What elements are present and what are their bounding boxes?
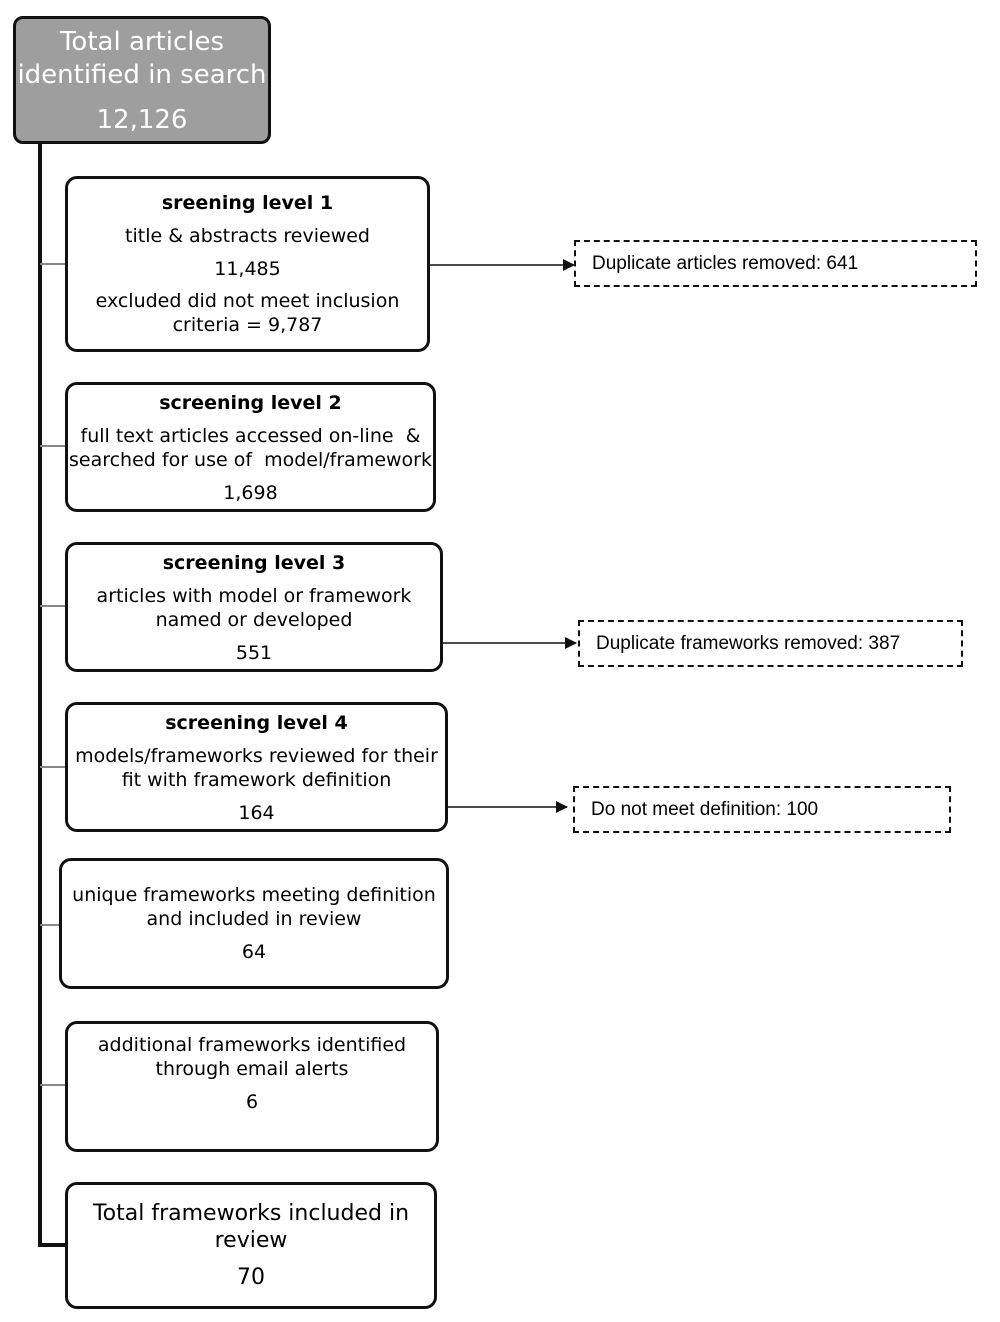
not-definition-box: Do not meet definition: 100 bbox=[573, 786, 951, 833]
level2-title: screening level 2 bbox=[159, 392, 342, 414]
final-line2: review bbox=[214, 1228, 288, 1253]
level4-line1: models/frameworks reviewed for their bbox=[75, 745, 438, 767]
level4-title: screening level 4 bbox=[165, 712, 348, 734]
level4-count: 164 bbox=[238, 802, 275, 824]
unique-line2: and included in review bbox=[146, 908, 362, 930]
additional-line1: additional frameworks identified bbox=[97, 1034, 407, 1056]
screening-level-1-box: sreening level 1 title & abstracts revie… bbox=[65, 176, 430, 352]
level4-line2: fit with framework definition bbox=[121, 769, 392, 791]
level3-line2: named or developed bbox=[155, 609, 353, 631]
duplicate-articles-box: Duplicate articles removed: 641 bbox=[574, 240, 977, 287]
duplicate-frameworks-box: Duplicate frameworks removed: 387 bbox=[578, 620, 963, 667]
level1-line3: criteria = 9,787 bbox=[172, 314, 323, 336]
duplicate-frameworks-text: Duplicate frameworks removed: 387 bbox=[596, 632, 901, 654]
total-articles-box: Total articles identified in search 12,1… bbox=[13, 16, 271, 144]
total-articles-line2: identified in search bbox=[17, 60, 267, 90]
screening-level-2-box: screening level 2 full text articles acc… bbox=[65, 382, 436, 512]
additional-count: 6 bbox=[245, 1091, 259, 1113]
unique-count: 64 bbox=[241, 941, 267, 963]
total-articles-count: 12,126 bbox=[96, 105, 188, 135]
final-count: 70 bbox=[237, 1265, 265, 1290]
level3-title: screening level 3 bbox=[162, 552, 346, 574]
screening-level-3-box: screening level 3 articles with model or… bbox=[65, 542, 443, 672]
unique-line1: unique frameworks meeting definition bbox=[72, 884, 436, 906]
level3-count: 551 bbox=[235, 642, 273, 664]
total-articles-line1: Total articles bbox=[59, 27, 225, 57]
level1-count: 11,485 bbox=[214, 258, 281, 280]
total-frameworks-box: Total frameworks included in review 70 bbox=[65, 1182, 437, 1309]
level3-line1: articles with model or framework bbox=[96, 585, 412, 607]
additional-frameworks-box: additional frameworks identified through… bbox=[65, 1021, 439, 1152]
additional-line2: through email alerts bbox=[155, 1058, 349, 1080]
not-definition-text: Do not meet definition: 100 bbox=[591, 798, 819, 820]
final-line1: Total frameworks included in bbox=[92, 1201, 410, 1226]
duplicate-articles-text: Duplicate articles removed: 641 bbox=[592, 252, 859, 274]
level2-line1: full text articles accessed on-line & bbox=[80, 425, 421, 447]
level1-line1: title & abstracts reviewed bbox=[125, 225, 370, 247]
screening-level-4-box: screening level 4 models/frameworks revi… bbox=[65, 702, 448, 832]
level1-title: sreening level 1 bbox=[161, 192, 334, 214]
level1-line2: excluded did not meet inclusion bbox=[95, 290, 400, 312]
unique-frameworks-box: unique frameworks meeting definition and… bbox=[59, 858, 449, 989]
level2-line2: searched for use of model/framework bbox=[68, 449, 432, 471]
level2-count: 1,698 bbox=[223, 482, 278, 504]
